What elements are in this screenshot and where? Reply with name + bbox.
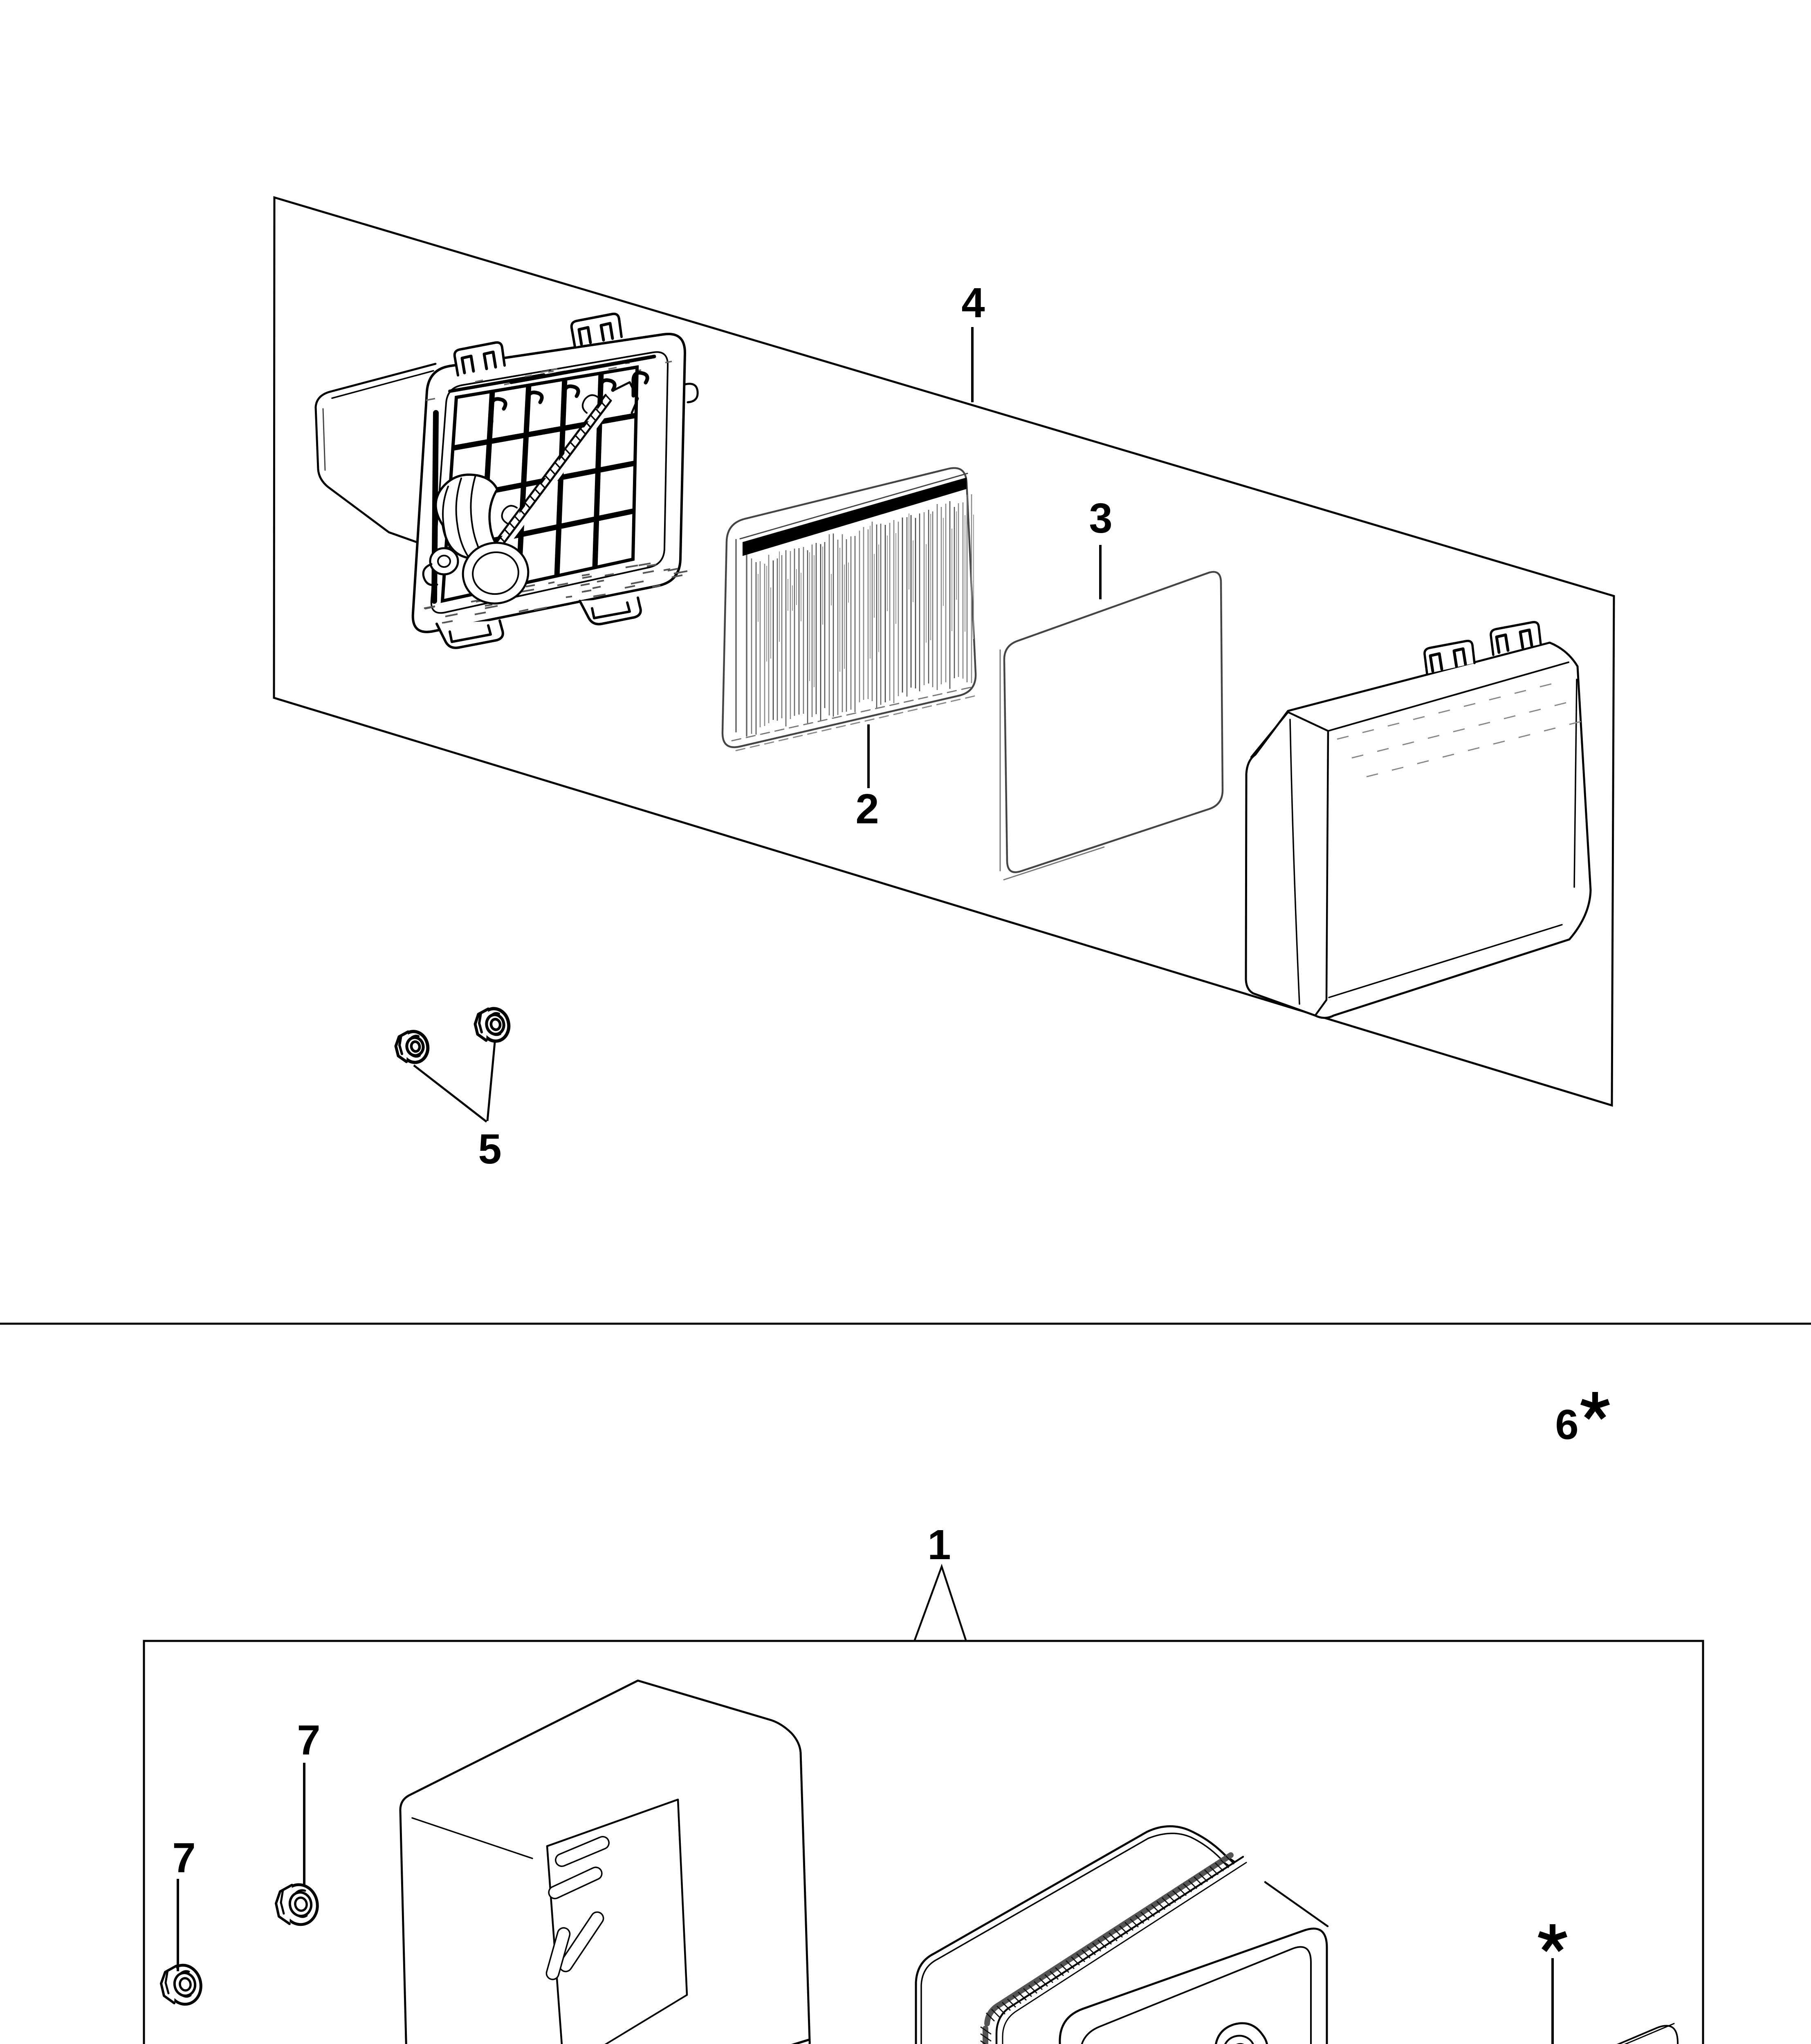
svg-text:7: 7: [172, 1834, 195, 1881]
svg-text:1: 1: [927, 1521, 951, 1568]
svg-text:6: 6: [1555, 1401, 1578, 1448]
svg-text:4: 4: [961, 279, 985, 326]
svg-text:3: 3: [1089, 495, 1112, 542]
svg-text:7: 7: [297, 1717, 320, 1764]
svg-text:2: 2: [855, 785, 879, 832]
svg-text:5: 5: [478, 1125, 501, 1172]
